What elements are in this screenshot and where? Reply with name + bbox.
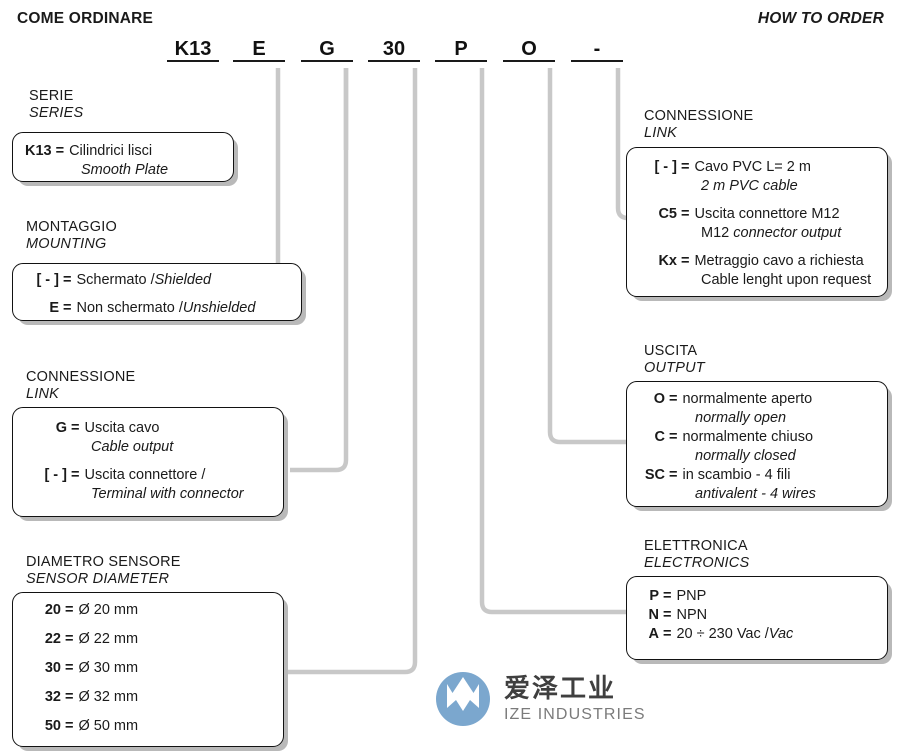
page-title-en: HOW TO ORDER [757,10,884,27]
ize-industries-mark-icon [436,672,490,726]
caption-link-right: CONNESSIONE LINK [644,108,754,141]
caption-link-left: CONNESSIONE LINK [26,369,136,402]
caption-diameter: DIAMETRO SENSORE SENSOR DIAMETER [26,554,181,587]
code-underline [167,60,219,62]
order-code-row: K13 E G 30 P O - [160,38,660,68]
option-row: O = normalmente aperto [653,391,813,407]
option-row: N = NPN [648,607,708,623]
option-row: K13 = Cilindrici lisci [25,143,153,159]
option-row: Kx = Metraggio cavo a richiesta [658,253,864,269]
code-part-diameter: 30 [361,38,427,62]
box-diameter: 20 = Ø 20 mm 22 = Ø 22 mm 30 = Ø 30 mm 3… [12,592,284,747]
logo-text: 爱泽工业 IZE INDUSTRIES [504,673,646,723]
option-subtext: M12 connector output [701,225,842,241]
option-row: 20 = Ø 20 mm [44,602,139,618]
code-underline [571,60,623,62]
wire-electronics [479,68,630,615]
wire-mounting [240,68,281,285]
code-part-series: K13 [160,38,226,62]
code-underline [233,60,285,62]
caption-mounting: MONTAGGIO MOUNTING [26,219,117,252]
box-link-right: [ - ] = Cavo PVC L= 2 m 2 m PVC cable C5… [626,147,888,297]
code-part-link-right: - [564,38,630,62]
option-row: SC = in scambio - 4 fili [644,467,791,483]
wire-diameter [285,68,418,675]
option-row: E = Non schermato / Unshielded [49,300,256,316]
wire-output [547,68,630,445]
code-underline [435,60,487,62]
option-row: C = normalmente chiuso [654,429,814,445]
option-row: [ - ] = Uscita connettore / [44,467,206,483]
option-row: 30 = Ø 30 mm [44,660,139,676]
code-underline [503,60,555,62]
box-output: O = normalmente aperto normally open C =… [626,381,888,507]
option-row: C5 = Uscita connettore M12 [658,206,840,222]
option-row: A = 20 ÷ 230 Vac / Vac [648,626,794,642]
code-part-link-left: G [294,38,360,62]
option-row: P = PNP [649,588,707,604]
code-part-electronics: P [428,38,494,62]
code-part-mounting: E [226,38,292,62]
option-row: 22 = Ø 22 mm [44,631,139,647]
code-part-output: O [496,38,562,62]
caption-electronics: ELETTRONICA ELECTRONICS [644,538,750,571]
caption-output: USCITA OUTPUT [644,343,705,376]
box-electronics: P = PNP N = NPN A = 20 ÷ 230 Vac / Vac [626,576,888,660]
page-title-it: COME ORDINARE [17,10,154,27]
option-row: [ - ] = Cavo PVC L= 2 m [654,159,811,175]
code-underline [368,60,420,62]
box-mounting: [ - ] = Schermato / Shielded E = Non sch… [12,263,302,321]
option-row: 32 = Ø 32 mm [44,689,139,705]
caption-series: SERIE SERIES [29,88,84,121]
box-series: K13 = Cilindrici lisci Smooth Plate [12,132,234,182]
option-row: [ - ] = Schermato / Shielded [36,272,212,288]
company-logo: 爱泽工业 IZE INDUSTRIES [432,668,646,730]
option-row: 50 = Ø 50 mm [44,718,139,734]
code-underline [301,60,353,62]
box-link-left: G = Uscita cavo Cable output [ - ] = Usc… [12,407,284,517]
option-row: G = Uscita cavo [55,420,160,436]
